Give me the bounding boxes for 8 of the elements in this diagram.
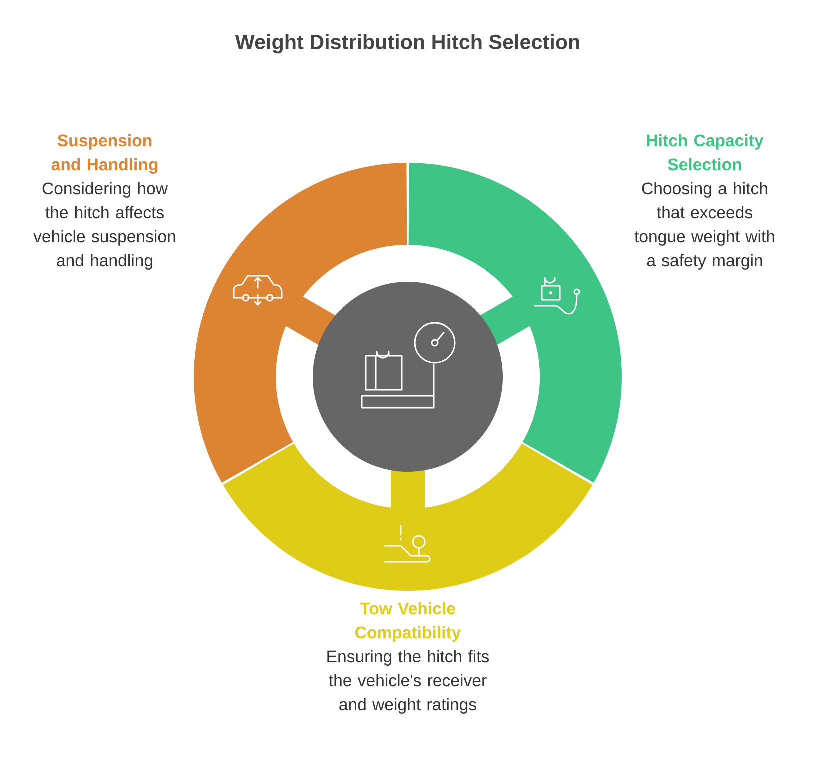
center-circle [313, 282, 503, 472]
segment-heading: Tow Vehicle Compatibility [356, 602, 462, 642]
segment-description: Choosing a hitch that exceeds tongue weight with a safety margin [634, 182, 774, 270]
segment-heading: Hitch Capacity Selection [647, 134, 764, 171]
segment-description: Considering how the hitch affects vehicle suspension and handling [34, 182, 176, 270]
segment-description: Ensuring the hitch fits the vehicle's receiver and weight ratings [328, 650, 490, 714]
title: Weight Distribution Hitch Selection [235, 34, 580, 54]
segment-heading: Suspension and Handling [52, 134, 158, 174]
